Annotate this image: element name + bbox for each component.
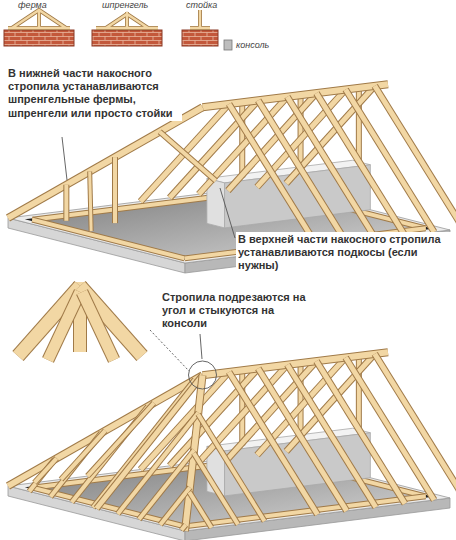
wall-plate <box>32 220 184 259</box>
support-post <box>113 157 117 223</box>
callout-note: В верхней части накосного стропила устан… <box>236 232 452 274</box>
support-post <box>112 157 118 223</box>
part-label: консоль <box>236 40 269 50</box>
leader-line <box>62 137 67 180</box>
zoom-line <box>150 330 189 371</box>
jack-rafter <box>189 492 211 528</box>
jack-rafter <box>61 431 105 480</box>
hip-rafter <box>8 375 203 486</box>
part-label: стойка <box>186 0 217 10</box>
leader-lines <box>62 137 235 389</box>
leader-line <box>220 188 235 238</box>
jack-rafter <box>198 414 264 521</box>
rafter <box>82 292 114 360</box>
truss-symbol <box>8 10 70 28</box>
jack-rafter <box>181 525 185 530</box>
hip-rafter <box>8 375 203 486</box>
rafter <box>82 292 114 360</box>
support-post <box>63 185 69 221</box>
wall-plate <box>32 220 184 259</box>
hip-rafter <box>8 107 203 218</box>
common-rafter <box>375 354 456 497</box>
leader-line <box>200 334 202 359</box>
strut <box>90 172 91 232</box>
jack-rafter <box>189 492 211 528</box>
roof-frame-stage-2 <box>8 352 456 540</box>
brace <box>160 132 216 181</box>
console-block <box>224 40 232 50</box>
jack-rafter <box>61 431 105 480</box>
jack-rafter <box>160 487 190 524</box>
part-label: ферма <box>18 0 47 10</box>
common-rafter <box>375 86 456 229</box>
support-icons <box>4 10 232 50</box>
callout-note: В нижней части накосного стропила устана… <box>6 66 182 121</box>
jack-rafter <box>139 450 194 519</box>
rafter <box>48 292 80 360</box>
jack-rafter <box>88 403 154 476</box>
common-rafter <box>375 354 456 497</box>
callout-note: Стропила подрезаются на угол и стыкуются… <box>160 290 316 332</box>
jack-rafter <box>35 458 57 482</box>
common-rafter <box>375 86 456 229</box>
part-label: шпренгель <box>102 0 148 10</box>
rafter-joint-detail <box>18 282 142 360</box>
hip-rafter <box>8 107 203 218</box>
jack-rafter <box>181 525 185 530</box>
brick-wall <box>4 30 74 46</box>
jack-rafter <box>35 458 57 482</box>
jack-rafter <box>88 403 154 476</box>
jack-rafter <box>160 487 190 524</box>
jack-rafter <box>139 450 194 519</box>
strut-symbol <box>96 12 158 28</box>
brick-wall <box>92 30 162 46</box>
post-symbol <box>190 10 210 28</box>
detail-circle <box>189 361 217 389</box>
support-post <box>64 185 68 221</box>
brick-wall <box>182 30 218 46</box>
strut <box>90 172 91 232</box>
rafter <box>48 292 80 360</box>
jack-rafter <box>198 414 264 521</box>
brace <box>160 132 216 181</box>
